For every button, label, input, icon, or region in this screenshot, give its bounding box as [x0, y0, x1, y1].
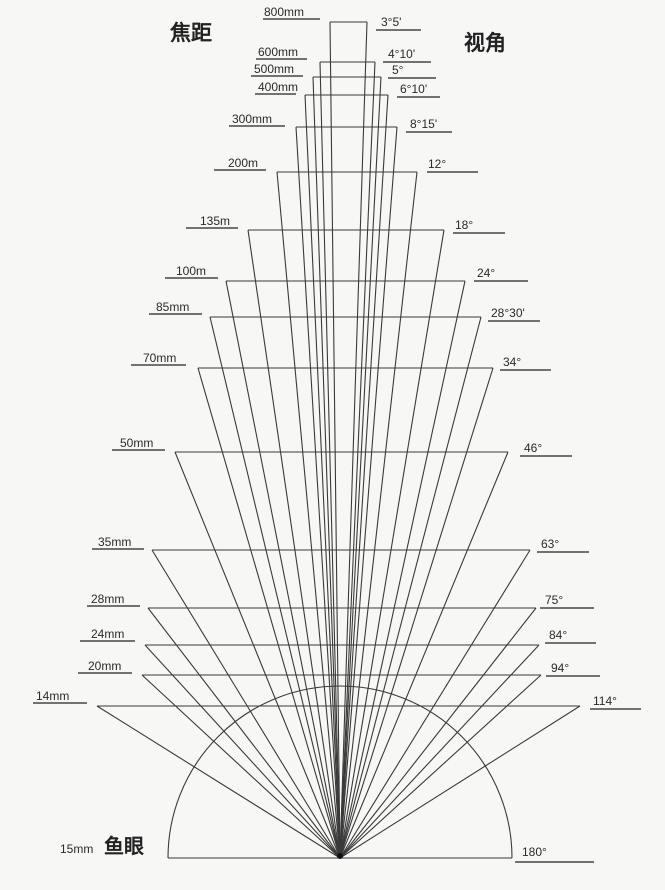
- focal-length-label: 85mm: [156, 300, 189, 314]
- fan-left-ray: [147, 607, 341, 859]
- focal-length-label: 800mm: [264, 5, 304, 19]
- fisheye-semicircle: [167, 685, 513, 859]
- fan-right-ray: [339, 644, 540, 859]
- lens-fan: [147, 607, 537, 859]
- fan-right-ray: [339, 674, 542, 859]
- lens-fan: [247, 229, 445, 859]
- fan-left-ray: [247, 229, 341, 859]
- focal-length-label: 50mm: [120, 436, 153, 450]
- focal-length-title: 焦距: [169, 21, 212, 45]
- lens-fan: [151, 549, 531, 859]
- view-angle-label: 12°: [428, 157, 446, 171]
- lens-fan: [312, 76, 382, 859]
- lens-fan: [329, 21, 368, 859]
- fan-left-ray: [174, 451, 341, 859]
- lens-fan: [144, 644, 540, 859]
- view-angle-label: 4°10': [388, 47, 415, 61]
- fan-left-ray: [141, 674, 341, 859]
- focal-length-label: 500mm: [254, 62, 294, 76]
- focal-length-label: 200m: [228, 156, 258, 170]
- fisheye-angle-label: 180°: [522, 845, 547, 859]
- apex-point: [337, 853, 343, 859]
- lens-fan: [304, 94, 389, 859]
- fan-left-ray: [225, 280, 341, 859]
- view-angle-label: 28°30': [491, 306, 525, 320]
- fan-right-ray: [339, 316, 482, 859]
- fan-left-ray: [312, 76, 341, 859]
- view-angle-label: 18°: [455, 218, 473, 232]
- lens-fan: [225, 280, 466, 859]
- fan-left-ray: [209, 316, 341, 859]
- fan-right-ray: [339, 280, 466, 859]
- view-angle-label: 94°: [551, 661, 569, 675]
- fan-left-ray: [319, 61, 341, 859]
- focal-length-label: 14mm: [36, 689, 69, 703]
- view-angle-label: 24°: [477, 266, 495, 280]
- focal-length-label: 400mm: [258, 80, 298, 94]
- fan-right-ray: [339, 607, 537, 859]
- fan-left-ray: [144, 644, 341, 859]
- fan-left-ray: [304, 94, 341, 859]
- view-angle-label: 8°15': [410, 117, 437, 131]
- view-angle-label: 63°: [541, 537, 559, 551]
- view-angle-label: 84°: [549, 628, 567, 642]
- focal-length-label: 35mm: [98, 535, 131, 549]
- focal-length-label: 100m: [176, 264, 206, 278]
- focal-length-label: 24mm: [91, 627, 124, 641]
- focal-length-label: 600mm: [258, 45, 298, 59]
- focal-length-label: 28mm: [91, 592, 124, 606]
- focal-length-label: 20mm: [88, 659, 121, 673]
- view-angle-label: 5°: [392, 63, 404, 77]
- view-angle-label: 46°: [524, 441, 542, 455]
- view-angle-label: 3°5': [381, 15, 401, 29]
- fan-right-ray: [339, 451, 509, 859]
- view-angle-label: 34°: [503, 355, 521, 369]
- lens-fan: [319, 61, 376, 859]
- focal-length-label: 300mm: [232, 112, 272, 126]
- lens-fan: [174, 451, 509, 859]
- lens-fan: [276, 171, 418, 859]
- fan-left-ray: [276, 171, 341, 859]
- lens-fan: [295, 126, 398, 859]
- lens-fan: [96, 705, 581, 859]
- view-angle-label: 6°10': [400, 82, 427, 96]
- lens-fan: [209, 316, 482, 859]
- lens-fan: [197, 367, 494, 859]
- fisheye-focal-label: 15mm: [60, 842, 93, 856]
- focal-length-label: 135m: [200, 214, 230, 228]
- fan-right-ray: [339, 76, 382, 859]
- fan-left-ray: [329, 21, 341, 859]
- view-angle-label: 75°: [545, 593, 563, 607]
- fan-right-ray: [339, 61, 376, 859]
- focal-length-label: 70mm: [143, 351, 176, 365]
- view-angle-label: 114°: [593, 694, 617, 708]
- fan-right-ray: [339, 21, 368, 859]
- fan-left-ray: [295, 126, 341, 859]
- fan-right-ray: [339, 94, 389, 859]
- fan-right-ray: [339, 171, 418, 859]
- view-angle-title: 视角: [464, 31, 506, 55]
- fan-right-ray: [339, 705, 581, 859]
- fan-left-ray: [197, 367, 341, 859]
- fan-right-ray: [339, 549, 531, 859]
- lens-labels: 800mm 3°5' 600mm 4°10' 500mm 5° 400mm 6°10' 300m…: [33, 5, 641, 710]
- fan-right-ray: [339, 229, 445, 859]
- fan-left-ray: [96, 705, 341, 859]
- fan-right-ray: [339, 367, 494, 859]
- fan-right-ray: [339, 126, 398, 859]
- fisheye-name-label: 鱼眼: [104, 834, 144, 858]
- fan-left-ray: [151, 549, 341, 859]
- lens-fans: [96, 21, 581, 859]
